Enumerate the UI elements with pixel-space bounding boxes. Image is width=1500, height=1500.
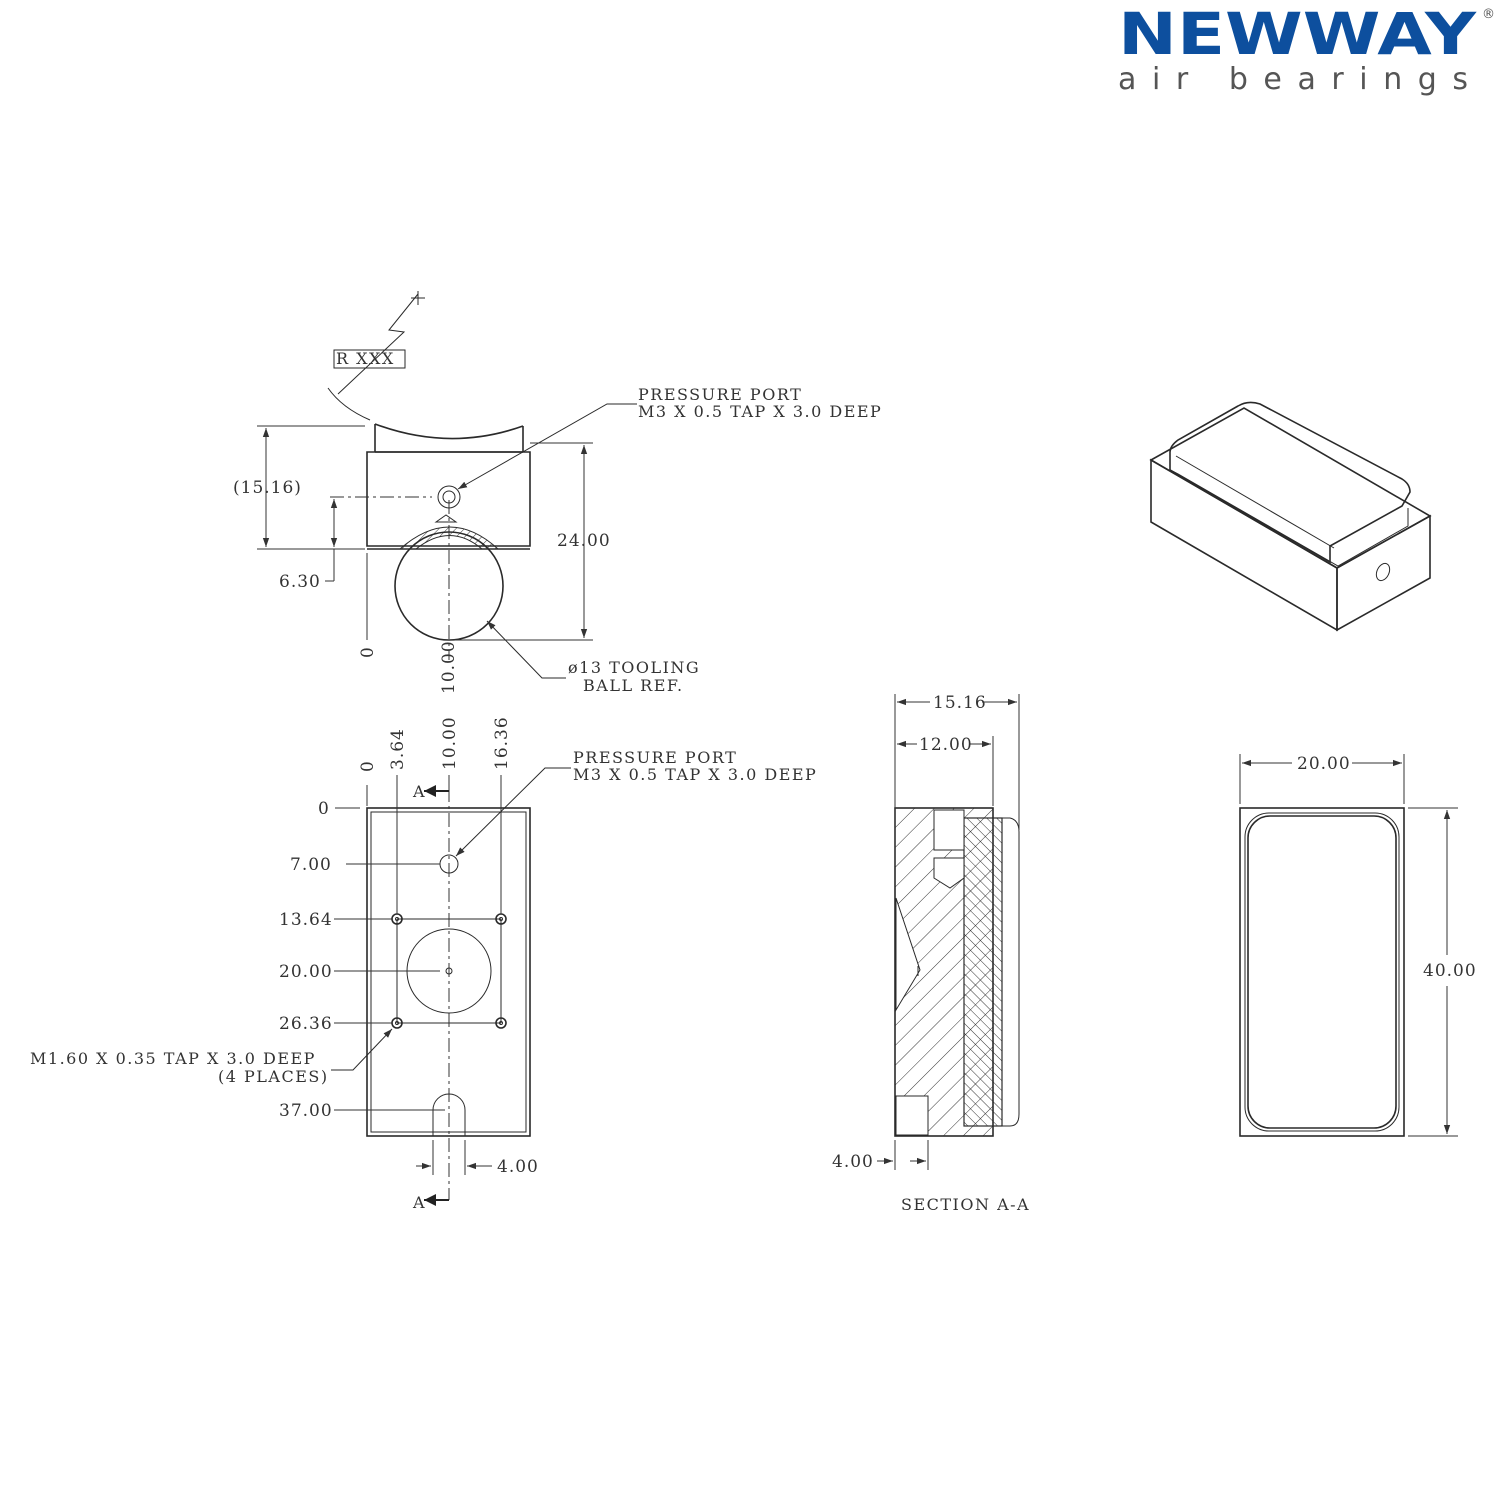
isometric-view xyxy=(1149,401,1432,632)
bottom-y-dim-3: 20.00 xyxy=(279,962,333,982)
bottom-view: 0 3.64 10.00 16.36 0 7.00 13.64 20.00 26… xyxy=(30,716,817,1212)
tooling-ball-note-1: ø13 TOOLING xyxy=(568,658,700,677)
section-title: SECTION A-A xyxy=(901,1195,1030,1214)
slot-width-dim: 4.00 xyxy=(497,1157,539,1177)
bottom-y-dim-0: 0 xyxy=(318,799,330,819)
tap-note-2: (4 PLACES) xyxy=(218,1067,329,1086)
bottom-x-dim-0: 0 xyxy=(358,760,378,772)
radius-label: R XXX xyxy=(336,349,395,368)
logo-registered-mark: ® xyxy=(1482,7,1495,22)
bottom-x-dim-2: 10.00 xyxy=(440,716,460,770)
tap-note-1: M1.60 X 0.35 TAP X 3.0 DEEP xyxy=(30,1049,316,1068)
side-pressure-port-note-1: PRESSURE PORT xyxy=(638,385,802,404)
section-dim-body: 12.00 xyxy=(919,735,973,755)
dim-height-ref: (15.16) xyxy=(233,478,302,498)
dim-origin-x: 0 xyxy=(358,646,378,658)
bottom-y-dim-2: 13.64 xyxy=(279,910,333,930)
bottom-x-dim-3: 16.36 xyxy=(492,716,512,770)
side-pressure-port-note-2: M3 X 0.5 TAP X 3.0 DEEP xyxy=(638,402,882,421)
bottom-y-dim-4: 26.36 xyxy=(279,1014,333,1034)
logo-wordmark: NEWWAY xyxy=(1118,0,1477,68)
dim-port-height: 6.30 xyxy=(279,572,321,592)
end-dim-length: 40.00 xyxy=(1423,961,1477,981)
side-view: R XXX PRESSURE PORT M3 X 0.5 TAP X 3.0 D… xyxy=(233,291,882,695)
end-view: 20.00 40.00 xyxy=(1239,754,1477,1137)
bottom-pressure-port-note-2: M3 X 0.5 TAP X 3.0 DEEP xyxy=(573,765,817,784)
section-marker-bottom: A xyxy=(412,1193,426,1212)
bottom-x-dim-1: 3.64 xyxy=(388,728,408,770)
newway-logo: NEWWAY ® air bearings xyxy=(1118,0,1495,97)
section-view: 15.16 12.00 4.00 SECTION A-A xyxy=(832,693,1030,1214)
dim-center-x: 10.00 xyxy=(439,640,459,694)
bottom-y-dim-5: 37.00 xyxy=(279,1101,333,1121)
dim-total-height: 24.00 xyxy=(557,531,611,551)
section-dim-step: 4.00 xyxy=(832,1152,874,1172)
section-marker-top: A xyxy=(412,782,426,801)
tooling-ball-note-2: BALL REF. xyxy=(583,676,684,695)
section-dim-overall: 15.16 xyxy=(933,693,987,713)
bottom-pressure-port-note-1: PRESSURE PORT xyxy=(573,748,737,767)
bottom-y-dim-1: 7.00 xyxy=(290,855,332,875)
end-dim-width: 20.00 xyxy=(1297,754,1351,774)
